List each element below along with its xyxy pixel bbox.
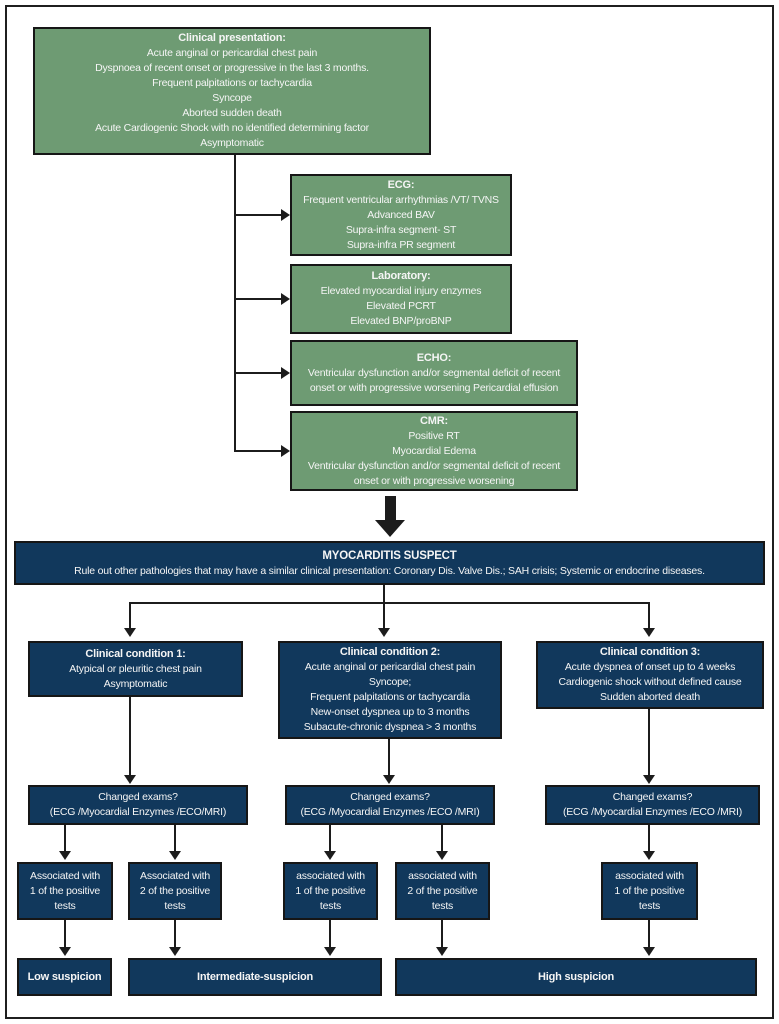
clinical-condition-3-box: Clinical condition 3: Acute dyspnea of o… [536,641,764,709]
arrowhead-down-exams-1-icon [124,775,136,784]
echo-box: ECHO: Ventricular dysfunction and/or seg… [290,340,578,406]
clinical-condition-1-body: Atypical or pleuritic chest pain Asympto… [69,662,202,690]
connector-exams2-assoc4 [441,825,443,852]
arrowhead-down-intermediate-2-icon [324,947,336,956]
changed-exams-1-text: Changed exams? (ECG /Myocardial Enzymes … [49,791,227,818]
clinical-condition-2-box: Clinical condition 2: Acute anginal or p… [278,641,502,739]
associated-1-positive-box-c: associated with 1 of the positive tests [601,862,698,920]
arrowhead-down-condition-1-icon [124,628,136,637]
connector-to-condition-1 [129,602,131,629]
connector-exams1-assoc1 [64,825,66,852]
banner-title: MYOCARDITIS SUSPECT [322,549,457,562]
low-suspicion-box: Low suspicion [17,958,112,996]
laboratory-body: Elevated myocardial injury enzymes Eleva… [320,285,482,327]
associated-2-positive-text-b: associated with 2 of the positive tests [407,869,478,912]
clinical-condition-3-body: Acute dyspnea of onset up to 4 weeks Car… [558,661,742,703]
arrowhead-down-exams-3-icon [643,775,655,784]
figure-border-frame [5,5,774,1019]
clinical-condition-1-title: Clinical condition 1: [85,647,186,660]
connector-condition2-exams [388,739,390,776]
ecg-body: Frequent ventricular arrhythmias /VT/ TV… [303,193,499,251]
associated-1-positive-text-b: associated with 1 of the positive tests [295,869,366,912]
connector-exams1-assoc2 [174,825,176,852]
arrowhead-down-high-2-icon [643,947,655,956]
laboratory-box: Laboratory: Elevated myocardial injury e… [290,264,512,334]
high-suspicion-box: High suspicion [395,958,757,996]
associated-1-positive-box-a: Associated with 1 of the positive tests [17,862,113,920]
echo-body: Ventricular dysfunction and/or segmental… [307,366,561,394]
associated-1-positive-text-c: associated with 1 of the positive tests [614,869,685,912]
arrowhead-down-high-1-icon [436,947,448,956]
arrowhead-down-assoc-3-icon [324,851,336,860]
big-down-arrow-icon [375,520,405,537]
changed-exams-3-box: Changed exams? (ECG /Myocardial Enzymes … [545,785,760,825]
associated-2-positive-box-b: associated with 2 of the positive tests [395,862,490,920]
changed-exams-1-box: Changed exams? (ECG /Myocardial Enzymes … [28,785,248,825]
intermediate-suspicion-label: Intermediate-suspicion [196,970,313,983]
ecg-box: ECG: Frequent ventricular arrhythmias /V… [290,174,512,256]
changed-exams-2-box: Changed exams? (ECG /Myocardial Enzymes … [285,785,495,825]
connector-assoc3-intermediate [329,920,331,948]
associated-1-positive-box-b: associated with 1 of the positive tests [283,862,378,920]
clinical-condition-3-title: Clinical condition 3: [599,646,701,658]
arrowhead-right-ecg-icon [281,209,290,221]
connector-exams2-assoc3 [329,825,331,852]
connector-assoc4-high [441,920,443,948]
intermediate-suspicion-box: Intermediate-suspicion [128,958,382,996]
arrowhead-right-echo-icon [281,367,290,379]
connector-exams3-assoc5 [648,825,650,852]
clinical-condition-2-body: Acute anginal or pericardial chest pain … [303,661,477,733]
connector-branch-echo [234,372,282,374]
big-down-arrow-shaft [385,496,396,521]
arrowhead-down-condition-3-icon [643,628,655,637]
connector-spine-line [234,155,236,452]
myocarditis-suspect-banner: MYOCARDITIS SUSPECT Rule out other patho… [14,541,765,585]
connector-condition3-exams [648,709,650,776]
arrowhead-right-laboratory-icon [281,293,290,305]
arrowhead-down-condition-2-icon [378,628,390,637]
arrowhead-down-assoc-1-icon [59,851,71,860]
associated-1-positive-text-a: Associated with 1 of the positive tests [29,869,101,912]
connector-to-condition-3 [648,602,650,629]
connector-assoc5-high [648,920,650,948]
connector-condition1-exams [129,697,131,776]
arrowhead-down-intermediate-1-icon [169,947,181,956]
changed-exams-3-text: Changed exams? (ECG /Myocardial Enzymes … [562,791,743,818]
connector-assoc1-low [64,920,66,948]
clinical-presentation-title: Clinical presentation: [178,32,286,44]
cmr-box: CMR: Positive RT Myocardial Edema Ventri… [290,411,578,491]
connector-assoc2-intermediate [174,920,176,948]
arrowhead-down-low-icon [59,947,71,956]
associated-2-positive-box-a: Associated with 2 of the positive tests [128,862,222,920]
connector-to-condition-2 [383,602,385,629]
connector-branch-cmr [234,450,282,452]
clinical-presentation-box: Clinical presentation: Acute anginal or … [33,27,431,155]
banner-subtitle: Rule out other pathologies that may have… [74,564,705,577]
associated-2-positive-text-a: Associated with 2 of the positive tests [139,869,211,912]
arrowhead-right-cmr-icon [281,445,290,457]
changed-exams-2-text: Changed exams? (ECG /Myocardial Enzymes … [300,791,480,818]
low-suspicion-label: Low suspicion [27,970,102,983]
arrowhead-down-assoc-4-icon [436,851,448,860]
cmr-title: CMR: [420,414,448,427]
laboratory-title: Laboratory: [371,270,431,282]
ecg-title: ECG: [387,178,415,191]
clinical-condition-1-box: Clinical condition 1: Atypical or pleuri… [28,641,243,697]
clinical-condition-2-title: Clinical condition 2: [339,646,441,658]
arrowhead-down-exams-2-icon [383,775,395,784]
arrowhead-down-assoc-5-icon [643,851,655,860]
connector-banner-stub [383,585,385,603]
high-suspicion-label: High suspicion [537,970,615,983]
clinical-presentation-body: Acute anginal or pericardial chest pain … [95,47,369,149]
cmr-body: Positive RT Myocardial Edema Ventricular… [307,429,561,487]
arrowhead-down-assoc-2-icon [169,851,181,860]
connector-branch-laboratory [234,298,282,300]
echo-title: ECHO: [416,351,452,364]
connector-branch-ecg [234,214,282,216]
connector-branch-horizontal [129,602,650,604]
